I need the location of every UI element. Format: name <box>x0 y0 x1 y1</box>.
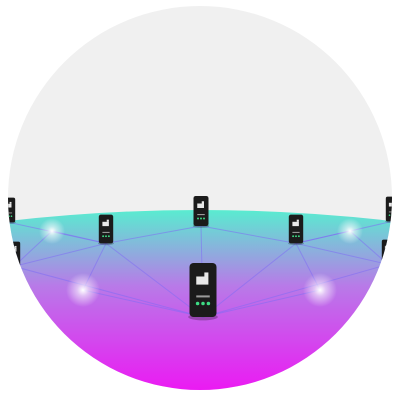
server-icon <box>192 196 210 228</box>
server-icon <box>385 196 392 223</box>
light-glow <box>337 218 363 244</box>
light-glow <box>39 218 65 244</box>
network-link <box>202 289 321 318</box>
network-link <box>105 243 204 318</box>
network-link <box>82 289 204 318</box>
network-link <box>295 242 389 265</box>
light-glow <box>66 273 100 307</box>
network-link <box>13 265 204 318</box>
network-link <box>200 225 297 244</box>
network-link <box>13 242 107 267</box>
server-icon <box>8 197 16 224</box>
server-icon <box>188 263 218 321</box>
network-link <box>105 225 202 244</box>
server-icon <box>381 239 392 266</box>
light-glow <box>303 273 337 307</box>
network-link <box>202 243 297 318</box>
server-icon <box>98 214 114 246</box>
network-link <box>202 263 389 318</box>
server-icon <box>8 241 21 268</box>
server-icon <box>288 214 304 246</box>
light-glows <box>39 218 363 307</box>
